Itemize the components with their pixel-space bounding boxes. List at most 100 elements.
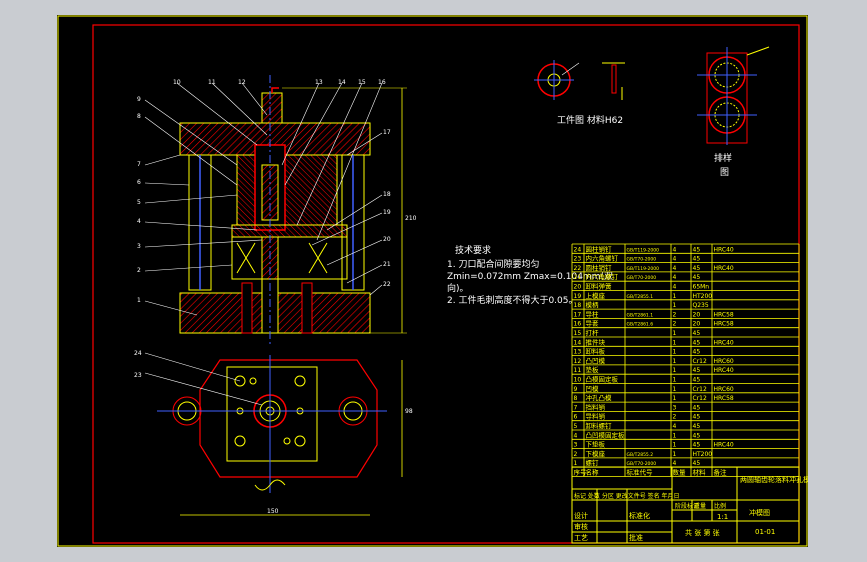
- part-label-5: 5: [137, 199, 141, 206]
- bom-cell-name: 凸模固定板: [586, 375, 619, 384]
- bom-cell-qty: 4: [673, 256, 677, 263]
- bom-cell-std: GB/T2855.1: [627, 294, 654, 300]
- bom-cell-no: 10: [574, 377, 582, 384]
- workpiece-section: [611, 64, 617, 94]
- bom-cell-mat: 45: [693, 377, 701, 384]
- bom-cell-mat: 20: [693, 311, 701, 318]
- bom-cell-no: 9: [574, 386, 578, 393]
- bom-cell-no: 20: [574, 284, 582, 291]
- tech-title: 技术要求: [455, 244, 491, 256]
- part-label-4: 4: [137, 218, 141, 225]
- bom-cell-mat: 45: [693, 274, 701, 281]
- tb-drawing-no: 01-01: [755, 528, 775, 536]
- tech-line-3: 向)。: [447, 282, 469, 294]
- bom-cell-no: 13: [574, 349, 582, 356]
- bom-cell-mat: 20: [693, 321, 701, 328]
- tb-checker: 审核: [574, 522, 588, 531]
- bom-cell-name: 卸料螺钉: [586, 421, 613, 430]
- bom-cell-mat: 45: [693, 404, 701, 411]
- part-label-13: 13: [315, 79, 323, 86]
- bom-cell-no: 1: [574, 460, 578, 467]
- tb-drawing-name: 冲模图: [749, 508, 770, 517]
- bom-cell-mat: 45: [693, 423, 701, 430]
- bom-cell-note: HRC40: [714, 246, 734, 253]
- bom-header-std: 标准代号: [627, 468, 654, 477]
- bom-cell-no: 23: [574, 256, 582, 263]
- bom-cell-no: 12: [574, 358, 582, 365]
- bom-cell-mat: 45: [693, 339, 701, 346]
- bom-cell-qty: 1: [673, 302, 677, 309]
- bom-cell-mat: Cr12: [693, 358, 707, 365]
- tb-row-marks: 标记 处数 分区 更改文件号 签名 年月日: [574, 492, 680, 500]
- bom-cell-qty: 1: [673, 386, 677, 393]
- bom-cell-std: GB/T2855.2: [627, 452, 654, 458]
- bom-cell-qty: 4: [673, 274, 677, 281]
- bom-cell-qty: 2: [673, 414, 677, 421]
- tb-sheet-label: 共 张 第 张: [685, 528, 720, 537]
- bom-cell-mat: 45: [693, 414, 701, 421]
- part-leaders: 1 2 3 4 5 6 7 8 9 10 11 12 13 14 15 16 1: [134, 79, 391, 406]
- tb-standardization: 标准化: [629, 511, 650, 520]
- drawing-sheet: 2 10: [57, 15, 810, 547]
- bom-cell-note: HRC40: [714, 442, 734, 449]
- bom-cell-name: 挡料销: [586, 402, 606, 411]
- bom-cell-std: GB/T70-2000: [627, 461, 657, 467]
- blank-caption-line2: 图: [720, 167, 729, 178]
- bom-cell-mat: Cr12: [693, 386, 707, 393]
- bom-cell-qty: 4: [673, 460, 677, 467]
- outer-frame: [57, 15, 808, 547]
- bom-cell-qty: 2: [673, 321, 677, 328]
- bom-cell-std: GB/T119-2000: [627, 247, 660, 253]
- bom-cell-name: 推件块: [586, 337, 606, 346]
- bom-cell-std: GB/T70-2000: [627, 257, 657, 263]
- bom-cell-mat: 65Mn: [693, 284, 710, 291]
- bom-cell-no: 24: [574, 246, 582, 253]
- front-section-view: 210: [179, 75, 417, 345]
- bom-cell-qty: 1: [673, 349, 677, 356]
- dim-plan-width: 150: [267, 508, 279, 515]
- bom-cell-name: 垫板: [586, 365, 600, 374]
- bom-cell-name: 圆柱销钉: [586, 263, 613, 272]
- bom-cell-note: HRC58: [714, 321, 734, 328]
- bom-cell-name: 凸凹模: [586, 356, 606, 365]
- tech-line-4: 2. 工件毛刺高度不得大于0.05。: [447, 294, 578, 306]
- bom-cell-mat: 45: [693, 367, 701, 374]
- technical-requirements: 技术要求 1. 刀口配合间隙要均匀 Zmin=0.072mm Zmax=0.10…: [447, 244, 613, 306]
- part-label-7: 7: [137, 161, 141, 168]
- bom-cell-name: 螺钉: [586, 458, 600, 467]
- bom-header-qty: 数量: [673, 468, 687, 477]
- part-label-18: 18: [383, 191, 391, 198]
- bom-cell-qty: 1: [673, 377, 677, 384]
- bom-header-note: 备注: [714, 468, 728, 477]
- tb-stage-label: 阶段标记: [675, 502, 699, 510]
- bom-cell-qty: 1: [673, 330, 677, 337]
- bom-cell-name: 内六角螺钉: [586, 272, 619, 281]
- lower-base-outline: [199, 359, 378, 478]
- bom-cell-qty: 3: [673, 404, 677, 411]
- part-label-2: 2: [137, 267, 141, 274]
- bom-cell-qty: 4: [673, 265, 677, 272]
- part-label-24: 24: [134, 350, 142, 357]
- bom-cell-mat: 45: [693, 246, 701, 253]
- bom-cell-mat: Cr12: [693, 395, 707, 402]
- tb-scale: 1:1: [717, 513, 728, 521]
- bom-cell-name: 内六角螺钉: [586, 254, 619, 263]
- bom-cell-no: 11: [574, 367, 582, 374]
- part-label-3: 3: [137, 243, 141, 250]
- bom-cell-no: 21: [574, 274, 582, 281]
- part-label-6: 6: [137, 179, 141, 186]
- bom-cell-no: 3: [574, 442, 578, 449]
- bom-cell-qty: 1: [673, 432, 677, 439]
- tech-line-2: Zmin=0.072mm Zmax=0.104mm(双: [447, 271, 613, 282]
- spring-right: [308, 242, 328, 274]
- bom-cell-note: HRC40: [714, 367, 734, 374]
- bom-cell-note: HRC40: [714, 265, 734, 272]
- spring-left: [236, 242, 256, 274]
- dim-top-height: 210: [405, 215, 417, 222]
- bom-cell-note: HRC58: [714, 311, 734, 318]
- bom-cell-no: 7: [574, 404, 578, 411]
- part-label-8: 8: [137, 113, 141, 120]
- bom-cell-no: 14: [574, 339, 582, 346]
- bom-cell-qty: 1: [673, 451, 677, 458]
